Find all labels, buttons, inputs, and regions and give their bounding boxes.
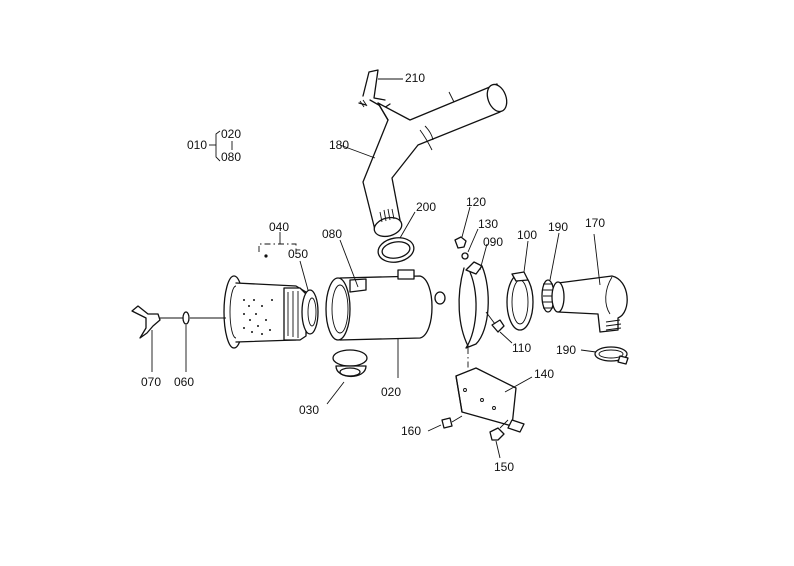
bracket-210: [358, 69, 403, 109]
label-120: 120: [466, 195, 486, 209]
label-040: 040: [269, 220, 289, 234]
nut-120: [454, 206, 471, 249]
intake-pipe-180: [339, 83, 508, 238]
label-070: 070: [141, 375, 161, 389]
label-080-legend: 080: [221, 150, 241, 164]
label-100: 100: [517, 228, 537, 242]
label-170: 170: [585, 216, 605, 230]
bolt-110: [485, 311, 513, 344]
bolt-150: [489, 419, 509, 459]
label-080-cover: 080: [322, 227, 342, 241]
label-210: 210: [405, 71, 425, 85]
label-160: 160: [401, 424, 421, 438]
cover-080-leader: [339, 239, 359, 288]
label-060: 060: [174, 375, 194, 389]
bolt-160: [427, 415, 463, 432]
elbow-hose-170: [551, 233, 628, 333]
band-100: [506, 240, 534, 331]
label-130: 130: [478, 217, 498, 231]
label-190-lower: 190: [556, 343, 576, 357]
filter-element-040: [223, 232, 319, 349]
label-020-legend: 020: [221, 127, 241, 141]
label-140: 140: [534, 367, 554, 381]
bracket-140: [455, 348, 533, 433]
label-200: 200: [416, 200, 436, 214]
dust-cup-030: [326, 349, 368, 405]
mounting-band-090: [458, 243, 489, 349]
washer-130: [461, 228, 479, 260]
label-020-housing: 020: [381, 385, 401, 399]
label-010: 010: [187, 138, 207, 152]
label-030: 030: [299, 403, 319, 417]
washer-060: [182, 311, 226, 372]
hose-clamp-190-lower: [580, 346, 629, 365]
wing-nut-070: [131, 305, 183, 372]
label-110: 110: [512, 341, 531, 355]
label-050: 050: [288, 247, 308, 261]
filter-housing-020: [325, 269, 446, 378]
label-180: 180: [329, 138, 349, 152]
label-190-upper: 190: [548, 220, 568, 234]
label-090: 090: [483, 235, 503, 249]
legend-010-group: 010 020 080: [187, 127, 241, 164]
hose-clamp-200: [377, 211, 416, 263]
label-150: 150: [494, 460, 514, 474]
